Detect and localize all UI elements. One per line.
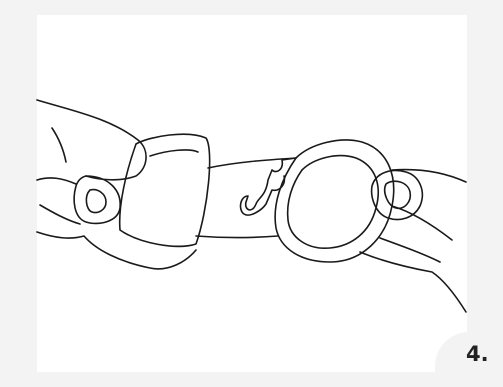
right-finger-2	[379, 237, 441, 263]
slider-buckle	[118, 133, 211, 248]
step-number: 4.	[466, 342, 489, 366]
right-thumb	[370, 169, 424, 221]
slider-buckle-inner	[149, 149, 199, 157]
left-finger-2	[39, 204, 81, 225]
right-finger-1	[391, 205, 453, 241]
left-hand-lower	[36, 231, 197, 270]
right-hand-lower	[359, 251, 467, 313]
illustration-panel	[37, 15, 467, 372]
d-ring-inner	[286, 154, 379, 249]
left-hand-outline	[36, 99, 147, 181]
step-badge	[435, 332, 503, 387]
d-ring-outer	[274, 139, 395, 263]
left-thumb	[73, 175, 121, 225]
right-thumbnail	[383, 180, 412, 210]
left-finger-1	[36, 177, 77, 185]
strap-bottom	[195, 235, 279, 239]
right-hand-outline	[391, 168, 467, 183]
left-finger-3	[51, 127, 67, 163]
buckle-tongue	[239, 157, 297, 216]
left-thumbnail	[85, 188, 107, 214]
